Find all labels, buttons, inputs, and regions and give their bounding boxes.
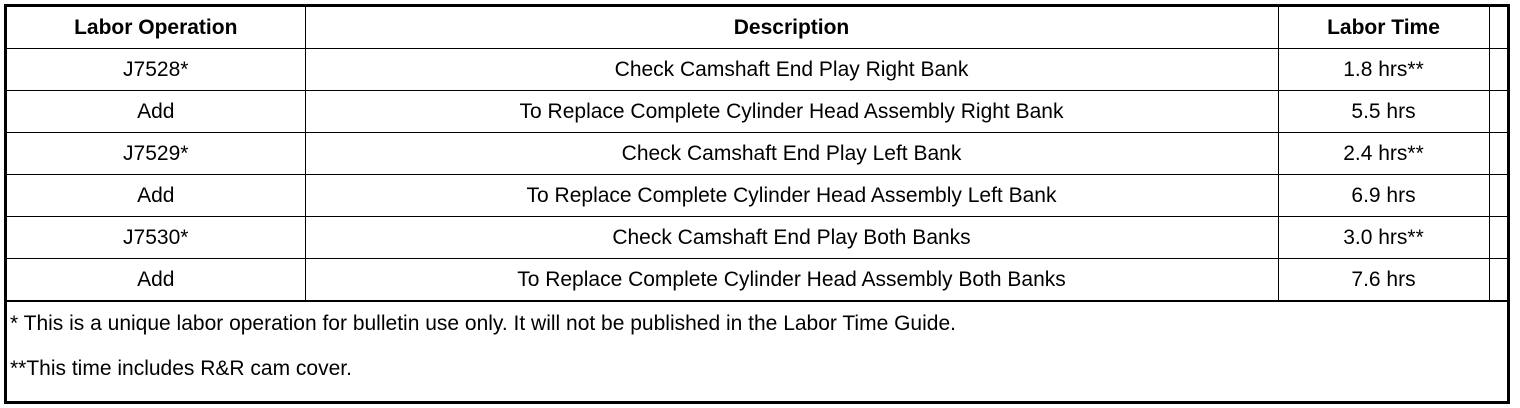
labor-table-frame: Labor Operation Description Labor Time J… xyxy=(4,4,1510,404)
footnote-unique-labor-operation: * This is a unique labor operation for b… xyxy=(10,312,956,335)
spacer-cell xyxy=(1488,258,1508,301)
description-cell: Check Camshaft End Play Right Bank xyxy=(304,48,1279,91)
description-cell: To Replace Complete Cylinder Head Assemb… xyxy=(304,174,1279,217)
description-cell: To Replace Complete Cylinder Head Assemb… xyxy=(304,90,1279,133)
table-row: J7530* Check Camshaft End Play Both Bank… xyxy=(7,216,1508,259)
labor-operation-cell: J7528* xyxy=(7,48,306,91)
header-spacer xyxy=(1488,7,1508,49)
table-row: Add To Replace Complete Cylinder Head As… xyxy=(7,90,1508,133)
labor-time-cell: 3.0 hrs** xyxy=(1277,216,1490,259)
spacer-cell xyxy=(1488,174,1508,217)
spacer-cell xyxy=(1488,132,1508,175)
labor-time-table: Labor Operation Description Labor Time J… xyxy=(7,7,1508,301)
labor-operation-cell: J7529* xyxy=(7,132,306,175)
labor-operation-cell: Add xyxy=(7,258,306,301)
table-row: Add To Replace Complete Cylinder Head As… xyxy=(7,174,1508,217)
labor-operation-cell: Add xyxy=(7,174,306,217)
labor-time-cell: 2.4 hrs** xyxy=(1277,132,1490,175)
table-row: Add To Replace Complete Cylinder Head As… xyxy=(7,258,1508,301)
table-header-row: Labor Operation Description Labor Time xyxy=(7,7,1508,49)
spacer-cell xyxy=(1488,48,1508,91)
footnote-cam-cover: **This time includes R&R cam cover. xyxy=(10,357,352,380)
header-labor-time: Labor Time xyxy=(1277,7,1490,49)
footnotes: * This is a unique labor operation for b… xyxy=(7,301,1507,392)
labor-time-cell: 5.5 hrs xyxy=(1277,90,1490,133)
description-cell: To Replace Complete Cylinder Head Assemb… xyxy=(304,258,1279,301)
description-cell: Check Camshaft End Play Left Bank xyxy=(304,132,1279,175)
header-description: Description xyxy=(304,7,1279,49)
description-cell: Check Camshaft End Play Both Banks xyxy=(304,216,1279,259)
labor-operation-cell: J7530* xyxy=(7,216,306,259)
table-row: J7529* Check Camshaft End Play Left Bank… xyxy=(7,132,1508,175)
labor-time-cell: 7.6 hrs xyxy=(1277,258,1490,301)
labor-operation-cell: Add xyxy=(7,90,306,133)
header-labor-operation: Labor Operation xyxy=(7,7,306,49)
table-row: J7528* Check Camshaft End Play Right Ban… xyxy=(7,48,1508,91)
labor-time-cell: 1.8 hrs** xyxy=(1277,48,1490,91)
spacer-cell xyxy=(1488,90,1508,133)
labor-time-cell: 6.9 hrs xyxy=(1277,174,1490,217)
spacer-cell xyxy=(1488,216,1508,259)
